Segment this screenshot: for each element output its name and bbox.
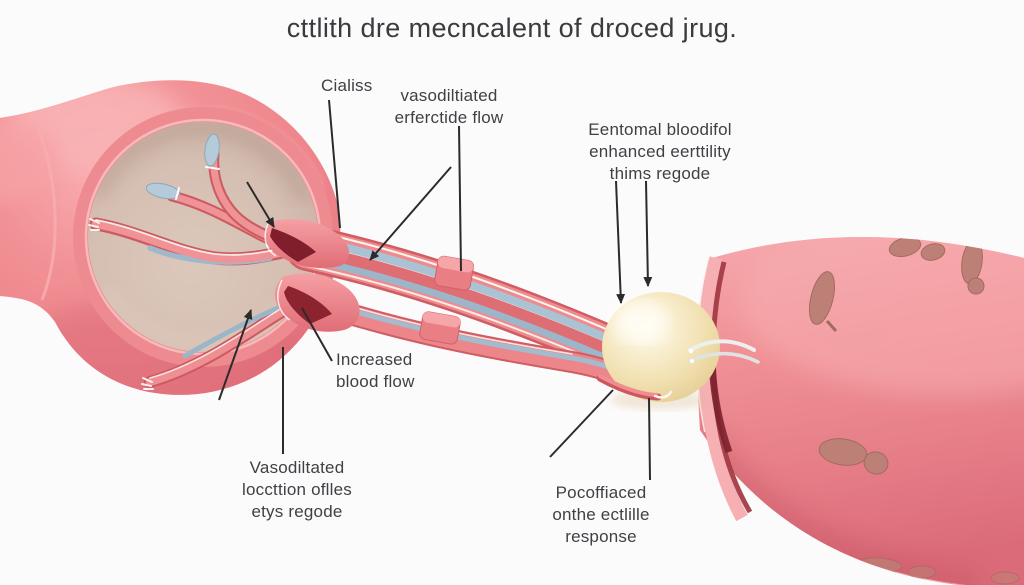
cross-section-interior <box>88 122 318 352</box>
label-pocoffiaced: Pocoffiaced onthe ectlille response <box>527 482 675 548</box>
cross-section <box>73 107 333 390</box>
lower-sleeve <box>275 273 360 332</box>
figure-title: cttlith dre mecncalent of droced jrug. <box>286 13 738 43</box>
grain <box>907 565 937 579</box>
annotation-lines <box>218 99 653 481</box>
leader-line-increased <box>301 307 333 362</box>
label-line: Vasodiltated <box>249 458 345 477</box>
grain <box>920 243 946 261</box>
grain-stem <box>825 319 838 333</box>
label-line: erferctide flow <box>394 108 504 127</box>
arrow-to-upper-vessel <box>246 181 275 228</box>
leader-line-pocoffiaced-diag <box>549 389 614 458</box>
under-ball-vessel <box>596 374 673 401</box>
label-cialiss: Cialiss <box>321 75 372 97</box>
leader-line-cialiss <box>328 99 341 229</box>
label-line: blood flow <box>336 372 415 391</box>
label-line: thims regode <box>609 164 711 183</box>
vessel-sleeves <box>264 219 360 332</box>
leader-arrow-eentomal-left <box>615 180 626 304</box>
bundle-clamps <box>419 255 475 345</box>
gland-ball <box>602 292 720 410</box>
label-line: vasodiltiated <box>400 86 498 105</box>
grain <box>967 277 985 295</box>
label-line: loccttion oflles <box>242 480 352 499</box>
leader-line-vasodilated-flow <box>458 125 462 272</box>
white-fibers <box>688 339 760 364</box>
leader-arrow-eentomal-right <box>643 180 653 287</box>
label-line: response <box>565 527 637 546</box>
label-line: Increased <box>336 350 413 369</box>
label-vasodilated-flow: vasodiltiated erferctide flow <box>383 85 515 129</box>
arrow-to-lower-vessel <box>218 309 253 401</box>
label-line: enhanced eerttility <box>589 142 731 161</box>
label-vasodilated-location: Vasodiltated loccttion oflles etys regod… <box>222 457 372 523</box>
grain <box>808 271 836 325</box>
internal-vessels <box>88 133 328 390</box>
muscle-cylinder <box>696 236 1024 585</box>
label-line: etys regode <box>251 502 343 521</box>
grain <box>990 571 1020 585</box>
lower-clamp <box>419 311 461 345</box>
label-line: Pocoffiaced <box>555 483 647 502</box>
grain <box>863 451 889 475</box>
leader-arrow-vasodilated-flow <box>369 166 452 261</box>
leader-line-pocoffiaced-vert <box>648 397 651 481</box>
label-eentomal: Eentomal bloodifol enhanced eerttility t… <box>562 119 758 185</box>
label-line: Eentomal bloodifol <box>588 120 732 139</box>
label-line: onthe ectlille <box>552 505 650 524</box>
upper-clamp <box>434 255 475 291</box>
label-increased-blood-flow: Increased blood flow <box>336 349 415 393</box>
tissue-grains <box>808 236 1020 585</box>
label-line: Cialiss <box>321 76 373 95</box>
